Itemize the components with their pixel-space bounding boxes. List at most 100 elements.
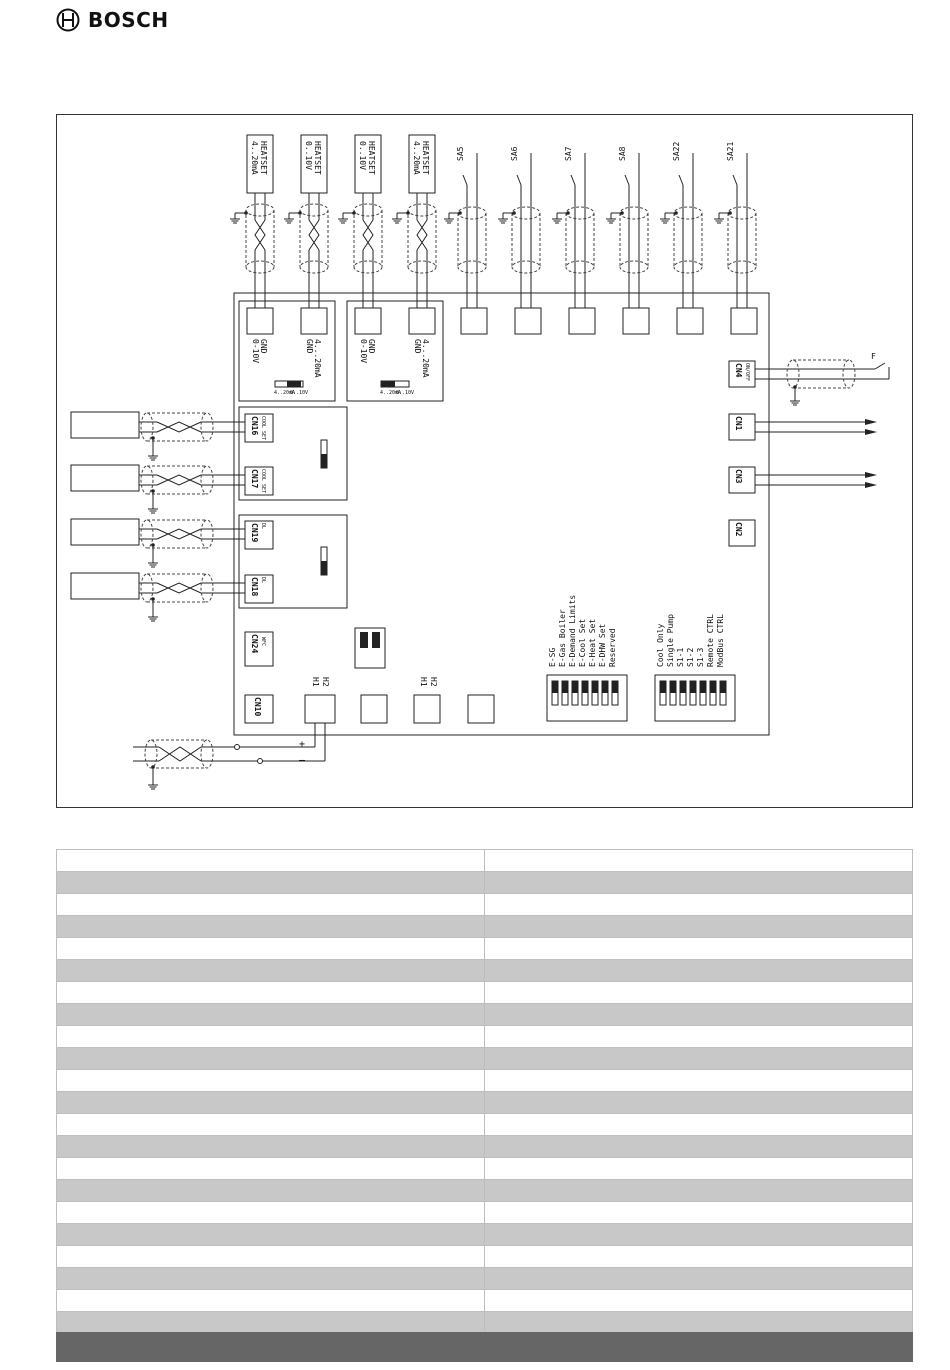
- twisted-pair: [156, 582, 202, 594]
- terminal-label: GND: [413, 339, 422, 354]
- legend-row: [56, 871, 913, 894]
- ground-icon: [444, 213, 454, 224]
- connector-id: CN2: [734, 522, 743, 537]
- junction-dot: [458, 211, 462, 215]
- h2-label: H2: [429, 677, 438, 687]
- cable-shield: [200, 519, 214, 549]
- external-device: [70, 464, 140, 492]
- connector-id: CN4: [734, 363, 743, 378]
- heatset-device: [354, 134, 382, 194]
- dip-toggle: [562, 681, 568, 693]
- sensor-label: SA8: [618, 146, 627, 161]
- connector-id: CN1: [734, 416, 743, 431]
- legend-cell: [484, 1267, 913, 1290]
- ground-icon: [148, 450, 158, 461]
- ground-icon: [498, 213, 508, 224]
- dip-toggle: [690, 681, 696, 693]
- cable-shield: [299, 203, 329, 217]
- dip-toggle: [582, 681, 588, 693]
- legend-row: [56, 1289, 913, 1312]
- jumper-label: 4..20mA: [274, 390, 295, 396]
- dip-toggle: [670, 681, 676, 693]
- twisted-pair: [158, 746, 202, 762]
- footer-bar: [56, 1332, 913, 1362]
- h1-label: H1: [419, 677, 428, 687]
- twisted-pair: [362, 219, 374, 251]
- connector-sub: COOL SET: [260, 416, 266, 440]
- connector-id: CN19: [250, 523, 259, 542]
- junction-dot: [406, 211, 410, 215]
- cable-shield: [565, 260, 595, 274]
- heatset-range: 4..20mA: [250, 141, 259, 175]
- legend-cell: [484, 871, 913, 894]
- ground-icon: [284, 213, 294, 224]
- heatset-range: 0..10V: [304, 141, 313, 170]
- ground-icon: [552, 213, 562, 224]
- ground-icon: [148, 611, 158, 622]
- dip-bank-1-label: E-Heat Set: [588, 619, 597, 667]
- legend-cell: [56, 1091, 485, 1114]
- heatset-title: HEATSET: [367, 141, 376, 175]
- connector-sub: DL: [260, 523, 266, 529]
- legend-row: [56, 937, 913, 960]
- legend-row: [56, 1069, 913, 1092]
- connector-h1h2: [304, 694, 336, 724]
- terminal: [408, 307, 436, 335]
- connector: [728, 360, 756, 388]
- dip-toggle: [680, 681, 686, 693]
- jumper-label: 0..10V: [396, 390, 414, 396]
- arrow-icon: [865, 429, 877, 435]
- terminal-label: GND: [367, 339, 376, 354]
- legend-cell: [484, 1003, 913, 1026]
- sensor-switch-contact: [516, 174, 522, 186]
- legend-cell: [56, 1245, 485, 1268]
- connector: [244, 694, 274, 724]
- brand-logo: BOSCH: [56, 8, 169, 32]
- dip-toggle: [592, 681, 598, 693]
- legend-row: [56, 849, 913, 872]
- cable-shield: [200, 573, 214, 603]
- dip-toggle: [572, 681, 578, 693]
- cable-shield: [140, 465, 154, 495]
- twisted-pair: [156, 421, 202, 433]
- legend-cell: [56, 937, 485, 960]
- connector-block: [238, 514, 348, 609]
- twisted-pair: [156, 474, 202, 486]
- legend-cell: [484, 1113, 913, 1136]
- junction-dot: [352, 211, 356, 215]
- dip-toggle: [700, 681, 706, 693]
- jumper-label: 4..20mA: [380, 390, 401, 396]
- ground-icon: [714, 213, 724, 224]
- h2-label: H2: [321, 677, 330, 687]
- connector: [728, 519, 756, 547]
- terminal-label: 4...20mA: [421, 339, 430, 378]
- dip-bank-1: [546, 674, 628, 722]
- sensor-terminal: [514, 307, 542, 335]
- sensor-label: SA22: [672, 142, 681, 161]
- legend-row: [56, 893, 913, 916]
- cable-shield: [200, 739, 214, 769]
- twisted-pair: [156, 421, 202, 433]
- terminal-label: GND: [259, 339, 268, 354]
- cable-shield: [353, 260, 383, 274]
- terminal-block: [346, 300, 444, 402]
- cable-shield: [299, 260, 329, 274]
- legend-cell: [56, 1201, 485, 1224]
- dip-bank-1-label: E-Gas Boiler: [558, 609, 567, 667]
- terminal: [467, 694, 495, 724]
- dip-bank-2-label: Remote CTRL: [706, 614, 715, 667]
- sensor-label: SA21: [726, 142, 735, 161]
- legend-cell: [484, 937, 913, 960]
- legend-cell: [56, 959, 485, 982]
- dip-bank-2-label: S1-3: [696, 648, 705, 667]
- terminal-label: GND: [305, 339, 314, 354]
- external-device: [70, 518, 140, 546]
- legend-cell: [484, 1289, 913, 1312]
- ground-icon: [392, 213, 402, 224]
- legend-cell: [484, 981, 913, 1004]
- dip-bank-2-label: Cool Only: [656, 623, 665, 667]
- legend-cell: [56, 981, 485, 1004]
- legend-cell: [56, 1113, 485, 1136]
